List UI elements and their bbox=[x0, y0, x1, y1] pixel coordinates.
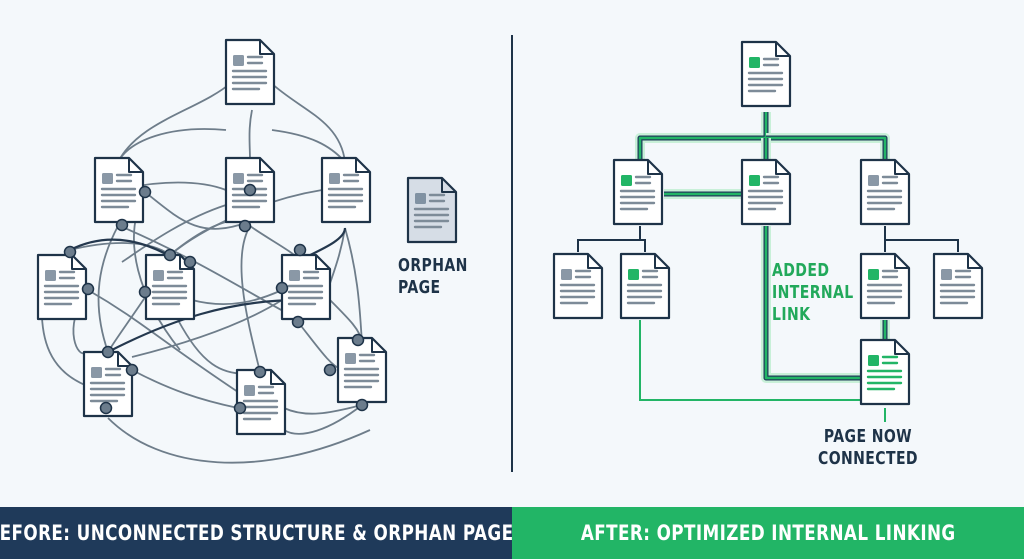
orphan-page bbox=[406, 176, 458, 244]
tangled-link bbox=[177, 319, 261, 375]
orphan-page-icon bbox=[406, 176, 458, 244]
link-node-dot bbox=[351, 333, 365, 347]
page-icon bbox=[224, 38, 276, 106]
tangled-link bbox=[344, 227, 363, 343]
page-icon bbox=[612, 158, 664, 226]
hierarchy-link-glow bbox=[766, 133, 890, 160]
unconnected-pages bbox=[36, 38, 388, 436]
added-label-line-1: ADDED bbox=[772, 260, 830, 281]
tangled-link bbox=[240, 225, 261, 373]
link-node-dot bbox=[323, 363, 337, 377]
tangled-link bbox=[97, 225, 119, 353]
page-icon bbox=[740, 158, 792, 226]
added-label-line-2: INTERNAL bbox=[772, 282, 854, 303]
link-node-dot bbox=[243, 183, 257, 197]
added-link-label: ADDED INTERNAL LINK bbox=[772, 260, 854, 326]
tangled-link bbox=[117, 128, 227, 163]
link-node-dot bbox=[291, 315, 305, 329]
page-icon bbox=[280, 253, 332, 321]
link-node-dot bbox=[115, 218, 129, 232]
link-node-dot bbox=[238, 219, 252, 233]
tangled-link bbox=[107, 298, 301, 353]
link-node-dot bbox=[125, 363, 139, 377]
orphan-label-line-2: PAGE bbox=[398, 277, 441, 298]
page-icon bbox=[93, 156, 145, 224]
added-label-line-3: LINK bbox=[772, 304, 811, 325]
tangled-link bbox=[131, 369, 239, 409]
after-caption-bar: AFTER: OPTIMIZED INTERNAL LINKING bbox=[512, 507, 1024, 559]
link-node-dot bbox=[81, 282, 95, 296]
hierarchy-link bbox=[577, 226, 641, 252]
green-link bbox=[639, 320, 860, 401]
page-icon bbox=[859, 338, 911, 406]
orphan-label-line-1: ORPHAN bbox=[398, 255, 468, 276]
tangled-link bbox=[87, 289, 239, 393]
page-icon bbox=[859, 252, 911, 320]
structured-links bbox=[577, 112, 959, 422]
hierarchy-link bbox=[640, 239, 646, 252]
link-node-dot bbox=[101, 345, 115, 359]
tangled-link bbox=[131, 299, 283, 358]
page-icon bbox=[859, 158, 911, 226]
hierarchy-link-highlight bbox=[766, 136, 887, 160]
link-node-dot bbox=[253, 365, 267, 379]
page-icon bbox=[36, 253, 88, 321]
tangled-link bbox=[269, 81, 346, 163]
page-icon bbox=[740, 40, 792, 108]
link-node-dot bbox=[63, 245, 77, 259]
page-icon bbox=[552, 252, 604, 320]
tangled-link bbox=[121, 204, 227, 263]
tangled-link bbox=[283, 404, 363, 435]
after-caption: AFTER: OPTIMIZED INTERNAL LINKING bbox=[580, 521, 956, 545]
page-icon bbox=[932, 252, 984, 320]
page-icon bbox=[336, 336, 388, 404]
orphan-page-label: ORPHAN PAGE bbox=[398, 255, 468, 299]
tangled-link bbox=[144, 191, 249, 230]
before-caption: BEFORE: UNCONNECTED STRUCTURE & ORPHAN P… bbox=[0, 521, 526, 545]
page-icon bbox=[144, 253, 196, 321]
page-icon bbox=[619, 252, 671, 320]
before-caption-bar: BEFORE: UNCONNECTED STRUCTURE & ORPHAN P… bbox=[0, 507, 525, 559]
page-icon bbox=[82, 350, 134, 418]
link-node-dot bbox=[99, 401, 113, 415]
link-node-dot bbox=[275, 281, 289, 295]
link-node-dot bbox=[293, 243, 307, 257]
linked-pages bbox=[552, 40, 984, 406]
link-node-dot bbox=[233, 401, 247, 415]
page-icon bbox=[320, 156, 372, 224]
link-node-dot bbox=[138, 285, 152, 299]
hierarchy-link-highlight bbox=[638, 112, 768, 160]
link-node-dot bbox=[183, 255, 197, 269]
hierarchy-link bbox=[637, 112, 769, 160]
page-icon bbox=[235, 368, 287, 436]
added-internal-link-highlight bbox=[764, 226, 860, 380]
link-node-dot bbox=[138, 185, 152, 199]
tangled-link bbox=[248, 109, 253, 161]
tangled-link bbox=[297, 321, 343, 371]
link-node-dot bbox=[355, 398, 369, 412]
tangled-link bbox=[283, 404, 363, 415]
tangled-link bbox=[117, 81, 233, 163]
tangled-link bbox=[69, 242, 171, 256]
hierarchy-link bbox=[884, 226, 959, 252]
tangled-link bbox=[191, 289, 283, 306]
connected-label-line-2: CONNECTED bbox=[818, 448, 918, 469]
page-connected-label: PAGE NOW CONNECTED bbox=[818, 426, 918, 470]
tangled-link bbox=[107, 417, 371, 464]
connected-label-line-1: PAGE NOW bbox=[823, 426, 913, 447]
link-node-dot bbox=[163, 248, 177, 262]
